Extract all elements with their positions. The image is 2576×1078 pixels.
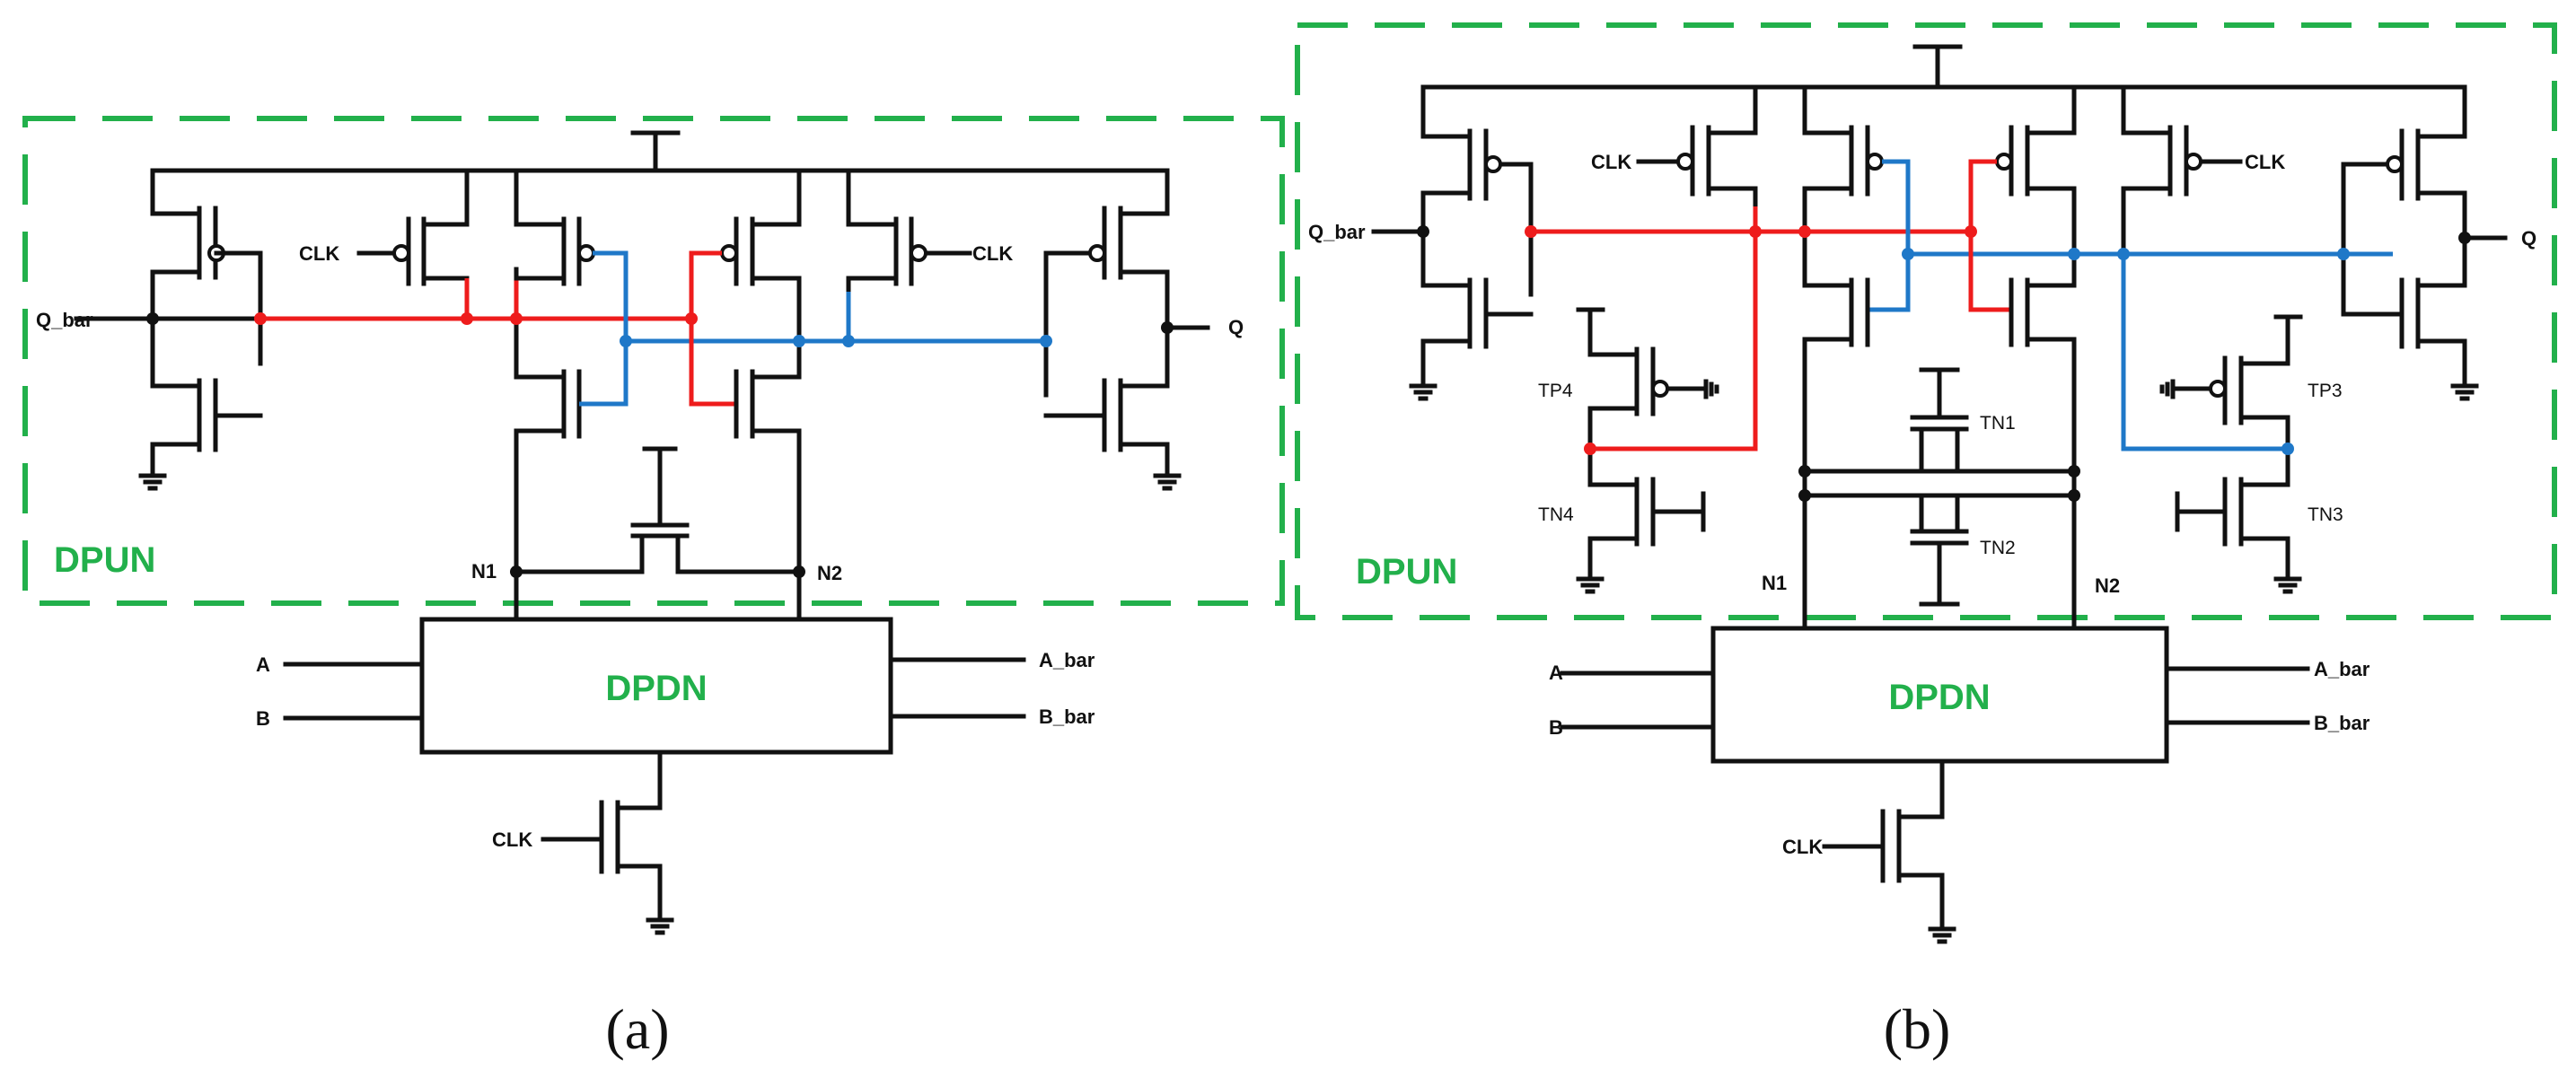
ground-icon bbox=[1930, 929, 1954, 942]
clk-pmos-left-a bbox=[356, 168, 470, 321]
caption-a: (a) bbox=[605, 997, 669, 1061]
vdd-b bbox=[1420, 44, 2467, 90]
q-bar-label: Q_bar bbox=[36, 309, 93, 331]
pmos-bubble bbox=[392, 244, 410, 262]
panel-a: Q_bar Q CLK CLK N1 N2 A B A_bar B_bar CL… bbox=[22, 116, 1285, 1061]
input-a-label: A bbox=[1549, 662, 1563, 684]
input-b-label: B bbox=[1549, 716, 1563, 739]
input-b-bar-label: B_bar bbox=[1039, 706, 1095, 728]
inverter-right-a bbox=[1043, 168, 1210, 488]
inverter-left-a bbox=[74, 168, 691, 488]
caption-b: (b) bbox=[1884, 997, 1951, 1061]
pmos-bubble bbox=[1676, 153, 1694, 171]
keeper-right-b bbox=[2121, 254, 2303, 592]
dpun-label: DPUN bbox=[1356, 552, 1457, 592]
vdd-a bbox=[150, 130, 1170, 173]
q-label: Q bbox=[2521, 227, 2536, 250]
tp4-label: TP4 bbox=[1538, 381, 1573, 401]
q-bar-label: Q_bar bbox=[1308, 221, 1366, 243]
pmos-bubble bbox=[577, 244, 595, 262]
pmos-bubble bbox=[1484, 155, 1502, 173]
dpdn-label: DPDN bbox=[605, 669, 707, 708]
dpun-region-a bbox=[22, 116, 1285, 606]
keeper-left-b bbox=[1576, 232, 1758, 592]
clk-label: CLK bbox=[492, 828, 532, 851]
clk-nmos-bottom-b bbox=[1822, 758, 1954, 942]
input-b-bar-label: B_bar bbox=[2314, 712, 2370, 734]
clk-label: CLK bbox=[1591, 151, 1631, 173]
n2-label: N2 bbox=[2095, 574, 2120, 597]
clk-label: CLK bbox=[972, 242, 1013, 265]
inverter-right-b bbox=[2341, 84, 2508, 399]
ground-icon bbox=[1156, 476, 1179, 488]
tn3-label: TN3 bbox=[2308, 504, 2343, 525]
inverter-left-b bbox=[1371, 84, 1534, 399]
n1-label: N1 bbox=[471, 560, 497, 583]
pmos-bubble bbox=[1866, 153, 1884, 171]
tn1-label: TN1 bbox=[1980, 413, 2016, 434]
dpdn-block-a bbox=[419, 617, 893, 755]
pmos-bubble bbox=[2185, 153, 2202, 171]
dpdn-label: DPDN bbox=[1888, 678, 1990, 717]
dpun-label: DPUN bbox=[54, 540, 155, 580]
cross-coupled-a bbox=[514, 168, 1046, 622]
pmos-bubble bbox=[2209, 380, 2227, 398]
ground-icon bbox=[2453, 386, 2476, 399]
clk-pmos-right-b bbox=[2121, 84, 2243, 257]
tn4-label: TN4 bbox=[1538, 504, 1574, 525]
pmos-bubble bbox=[1995, 153, 2013, 171]
pmos-bubble bbox=[910, 244, 928, 262]
pmos-bubble bbox=[1088, 244, 1106, 262]
tn2-label: TN2 bbox=[1980, 538, 2016, 558]
q-label: Q bbox=[1228, 316, 1244, 338]
pmos-bubble bbox=[2386, 155, 2404, 173]
ground-icon bbox=[648, 920, 672, 933]
clk-label: CLK bbox=[2245, 151, 2285, 173]
clk-label: CLK bbox=[1782, 836, 1823, 858]
n1-label: N1 bbox=[1762, 572, 1787, 594]
input-a-label: A bbox=[256, 653, 270, 676]
pmos-bubble bbox=[1651, 380, 1669, 398]
ground-icon bbox=[1578, 579, 1602, 592]
input-b-label: B bbox=[256, 707, 270, 730]
panel-b: Q_bar Q CLK CLK TP4 TN4 TN1 TN2 TP3 TN3 … bbox=[1295, 22, 2557, 1061]
input-a-bar-label: A_bar bbox=[1039, 649, 1095, 671]
clk-label: CLK bbox=[299, 242, 339, 265]
dpdn-block-b bbox=[1710, 626, 2169, 764]
clk-pmos-right-a bbox=[846, 168, 972, 344]
input-a-bar-label: A_bar bbox=[2314, 658, 2370, 680]
dpun-region-b bbox=[1295, 22, 2557, 620]
ground-icon bbox=[141, 476, 164, 488]
tp3-label: TP3 bbox=[2308, 381, 2343, 401]
ground-icon bbox=[1411, 386, 1435, 399]
tn1-tn2-b bbox=[1802, 367, 2077, 607]
n2-label: N2 bbox=[817, 562, 842, 584]
pmos-bubble bbox=[720, 244, 738, 262]
clk-nmos-bottom-a bbox=[541, 749, 672, 933]
n1-n2-nmos-a bbox=[514, 446, 802, 574]
clk-pmos-left-b bbox=[1636, 84, 1758, 234]
cross-coupled-b bbox=[1802, 84, 2393, 631]
ground-icon bbox=[2276, 579, 2299, 592]
